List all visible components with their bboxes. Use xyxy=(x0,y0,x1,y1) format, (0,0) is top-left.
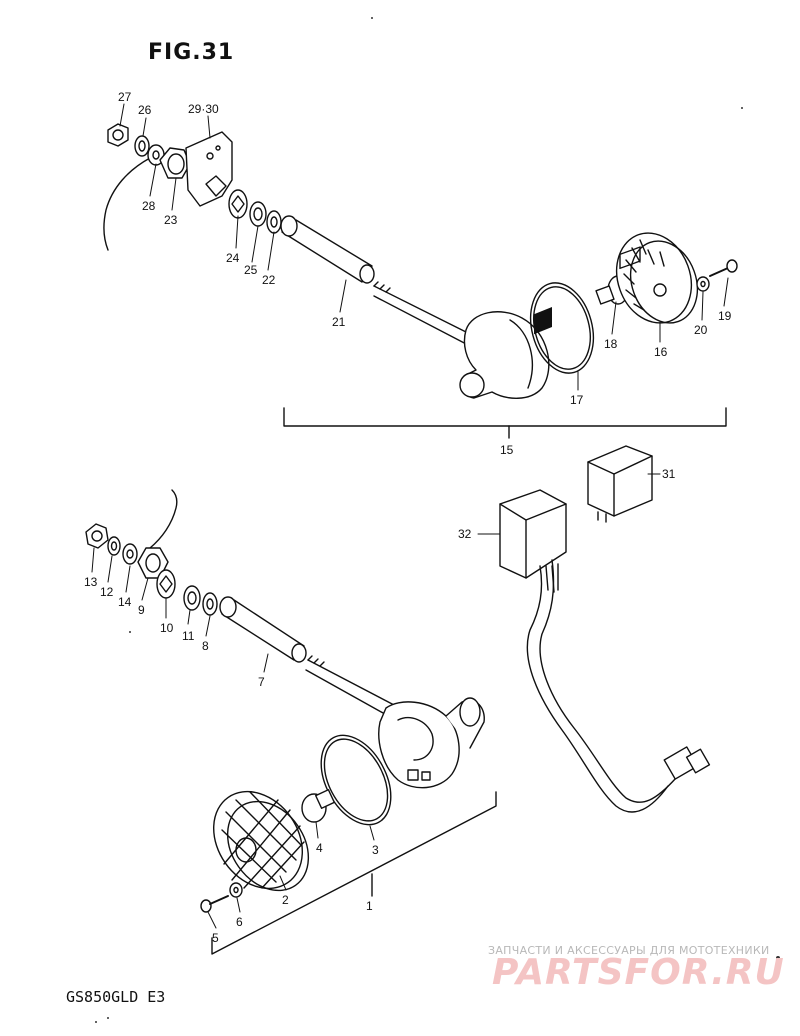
part-24-washer xyxy=(228,189,248,219)
callout-19: 19 xyxy=(718,309,732,323)
callout-4: 4 xyxy=(316,841,323,855)
scan-specks xyxy=(95,17,780,1023)
callout-16: 16 xyxy=(654,345,668,359)
lower-turn-signal-assembly xyxy=(85,489,497,955)
part-27-nut xyxy=(107,123,129,147)
part-16-lens xyxy=(615,232,699,324)
part-15-stem-housing xyxy=(373,281,550,399)
callout-3: 3 xyxy=(372,843,379,857)
callout-10: 10 xyxy=(160,621,174,635)
lower-wire xyxy=(149,489,178,549)
callout-12: 12 xyxy=(100,585,114,599)
callout-8: 8 xyxy=(202,639,209,653)
part-4-bulb xyxy=(301,788,336,823)
watermark-tagline: ЗАПЧАСТИ И АКСЕССУАРЫ ДЛЯ МОТОТЕХНИКИ xyxy=(488,944,770,957)
callout-14: 14 xyxy=(118,595,132,609)
part-19-screw xyxy=(709,259,738,277)
part-25-washer xyxy=(249,201,267,227)
callout-31: 31 xyxy=(662,467,676,481)
part-26-washer xyxy=(134,135,150,157)
part-29-30-bracket xyxy=(185,131,233,207)
callout-15: 15 xyxy=(500,443,514,457)
callout-22: 22 xyxy=(262,273,276,287)
upper-turn-signal-assembly xyxy=(103,123,738,439)
callout-29-30: 29·30 xyxy=(188,102,219,116)
part-10-washer xyxy=(156,569,176,599)
part-11-washer xyxy=(183,585,201,611)
callout-7: 7 xyxy=(258,675,265,689)
part-14-terminal xyxy=(122,543,138,565)
part-31-relay xyxy=(587,246,653,523)
part-1-stem-housing xyxy=(305,655,485,789)
part-13-nut xyxy=(85,523,109,549)
bracket-15 xyxy=(283,407,727,427)
part-8-lock-washer xyxy=(202,592,218,616)
callout-2: 2 xyxy=(282,893,289,907)
part-22-lock-washer xyxy=(266,210,282,234)
callout-1: 1 xyxy=(366,899,373,913)
bracket-1 xyxy=(211,791,497,955)
callout-32: 32 xyxy=(458,527,472,541)
part-17-o-ring xyxy=(529,282,595,374)
callout-26: 26 xyxy=(138,103,152,117)
callout-9: 9 xyxy=(138,603,145,617)
part-12-washer xyxy=(107,536,121,556)
callout-11: 11 xyxy=(182,629,195,643)
part-5-screw xyxy=(200,895,229,913)
callout-25: 25 xyxy=(244,263,258,277)
upper-wire xyxy=(103,157,151,251)
callout-21: 21 xyxy=(332,315,346,329)
part-7-sleeve xyxy=(219,596,307,663)
part-32-relay xyxy=(499,306,567,579)
callout-24: 24 xyxy=(226,251,240,265)
wiring-harness xyxy=(526,559,711,813)
callout-27: 27 xyxy=(118,90,132,104)
callout-28: 28 xyxy=(142,199,156,213)
part-9-nut xyxy=(137,547,169,579)
model-code: GS850GLD E3 xyxy=(66,988,166,1006)
figure-title: FIG.31 xyxy=(148,40,235,65)
callout-numbers: 27 26 29·30 28 23 24 25 22 21 18 16 20 1… xyxy=(84,90,732,945)
callout-5: 5 xyxy=(212,931,219,945)
callout-6: 6 xyxy=(236,915,243,929)
part-6-washer xyxy=(229,882,243,898)
callout-20: 20 xyxy=(694,323,708,337)
watermark-brand: PARTSFOR.RU xyxy=(492,952,785,993)
callout-13: 13 xyxy=(84,575,98,589)
part-23-nut xyxy=(159,147,191,179)
callout-23: 23 xyxy=(164,213,178,227)
callout-18: 18 xyxy=(604,337,618,351)
callout-17: 17 xyxy=(570,393,584,407)
leader-lines xyxy=(91,103,729,929)
part-2-lens xyxy=(212,790,310,892)
part-21-sleeve xyxy=(280,215,375,284)
part-20-washer xyxy=(696,276,710,292)
relay-group xyxy=(499,246,711,813)
